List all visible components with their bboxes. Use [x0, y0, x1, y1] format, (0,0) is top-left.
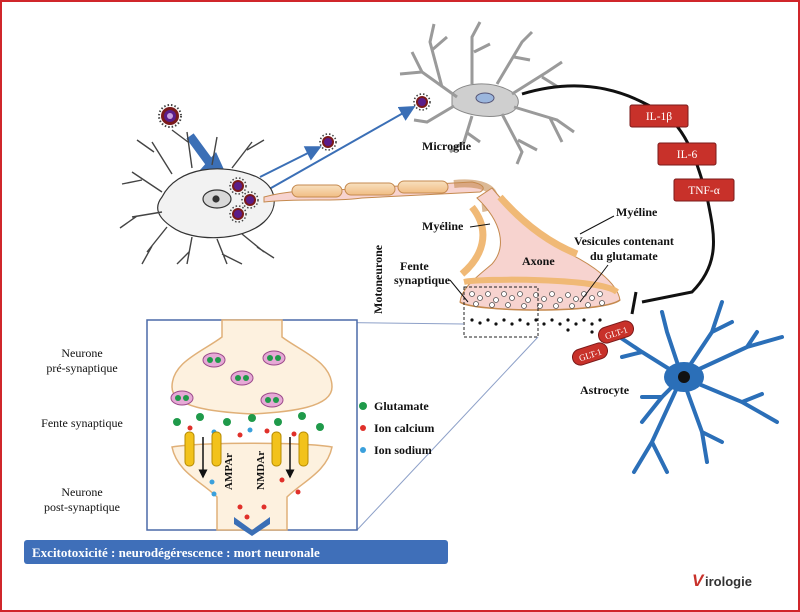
- synaptic-vesicles: [469, 291, 605, 309]
- virus-particle: [229, 205, 247, 223]
- postsynaptic-ions: [209, 477, 301, 520]
- glt1-transporter: GLT-1: [571, 342, 609, 366]
- legend-sodium-label: Ion sodium: [374, 443, 432, 457]
- neurone-pre-label-1: Neurone: [61, 346, 102, 360]
- nmdar-label: NMDAr: [255, 451, 267, 490]
- myeline-label-left: Myéline: [422, 219, 464, 233]
- inset-vesicle: [202, 352, 226, 368]
- cytokine-il1b-label: IL-1β: [646, 111, 672, 123]
- infected-neuron: [119, 129, 275, 265]
- axon-terminal: [459, 187, 621, 311]
- ampar-label: AMPAr: [223, 453, 235, 490]
- legend-calcium-marker: [360, 425, 366, 431]
- inset-vesicle: [262, 350, 286, 366]
- neurone-post-label-2: post-synaptique: [44, 500, 120, 514]
- cytokine-tnfa-label: TNF-α: [688, 185, 720, 197]
- vesicules-pointer: [579, 264, 609, 303]
- logo-text: irologie: [705, 574, 752, 589]
- presynaptic-terminal: [171, 319, 333, 415]
- inset-vesicle: [230, 370, 254, 386]
- legend-glutamate-marker: [359, 402, 367, 410]
- fente-pointer: [449, 279, 469, 303]
- zoom-region: [463, 286, 539, 338]
- legend-calcium-label: Ion calcium: [374, 421, 434, 435]
- axone-label: Axone: [522, 254, 555, 268]
- legend: Glutamate Ion calcium Ion sodium: [359, 399, 434, 457]
- cytokine-il6: IL-6: [657, 142, 717, 166]
- released-glutamate: [470, 318, 602, 334]
- arrow-to-microglia: [263, 106, 416, 193]
- nmda-receptor: [271, 431, 309, 467]
- astrocyte-nucleus: [678, 371, 690, 383]
- neurone-post-label-1: Neurone: [61, 485, 102, 499]
- conclusion-banner: [24, 540, 448, 564]
- downstream-chevron-icon: [234, 517, 270, 536]
- vesicules-label-2: du glutamate: [590, 249, 658, 263]
- virologie-logo: V irologie: [692, 571, 752, 590]
- fente-label-1: Fente: [400, 259, 429, 273]
- postsynaptic-terminal: [171, 442, 333, 531]
- fente-synaptique-inset-label: Fente synaptique: [41, 416, 123, 430]
- myelinated-axon: [263, 179, 498, 212]
- astrocyte-label: Astrocyte: [580, 383, 630, 397]
- cleft-calcium: [187, 425, 297, 438]
- cleft-glutamate: [173, 412, 324, 431]
- motoneurone-label: Motoneurone: [371, 244, 385, 314]
- virus-particle: [229, 177, 247, 195]
- zoom-line: [356, 336, 539, 531]
- legend-glutamate-label: Glutamate: [374, 399, 429, 413]
- svg-text:V: V: [692, 571, 705, 590]
- vesicules-label-1: Vesicules contenant: [574, 234, 674, 248]
- neurone-pre-label-2: pré-synaptique: [46, 361, 117, 375]
- glt1-transporter: GLT-1: [597, 320, 635, 344]
- inset-vesicle: [170, 390, 194, 406]
- virus-particle: [241, 191, 259, 209]
- cytokine-tnfa: TNF-α: [673, 178, 735, 202]
- myeline-pointer-left: [469, 223, 491, 228]
- microglia-cell: [399, 21, 575, 165]
- inset-vesicle: [260, 392, 284, 408]
- conclusion-banner-text: Excitotoxicité : neurodégérescence : mor…: [32, 545, 320, 560]
- myeline-pointer-right: [579, 215, 615, 235]
- cytokine-il6-label: IL-6: [677, 149, 698, 161]
- virus-particle: [413, 93, 431, 111]
- cytokine-il1b: IL-1β: [629, 104, 689, 128]
- ampa-receptor: [184, 431, 222, 467]
- myeline-label-right: Myéline: [616, 205, 658, 219]
- virus-particle: [158, 104, 182, 128]
- legend-sodium-marker: [360, 447, 366, 453]
- fente-label-2: synaptique: [394, 273, 451, 287]
- microglia-label: Microglie: [422, 139, 472, 153]
- inhibition-bar: [630, 291, 638, 315]
- arrow-to-virus: [259, 146, 322, 178]
- virus-particle: [319, 133, 337, 151]
- astrocyte-cell: [610, 300, 784, 474]
